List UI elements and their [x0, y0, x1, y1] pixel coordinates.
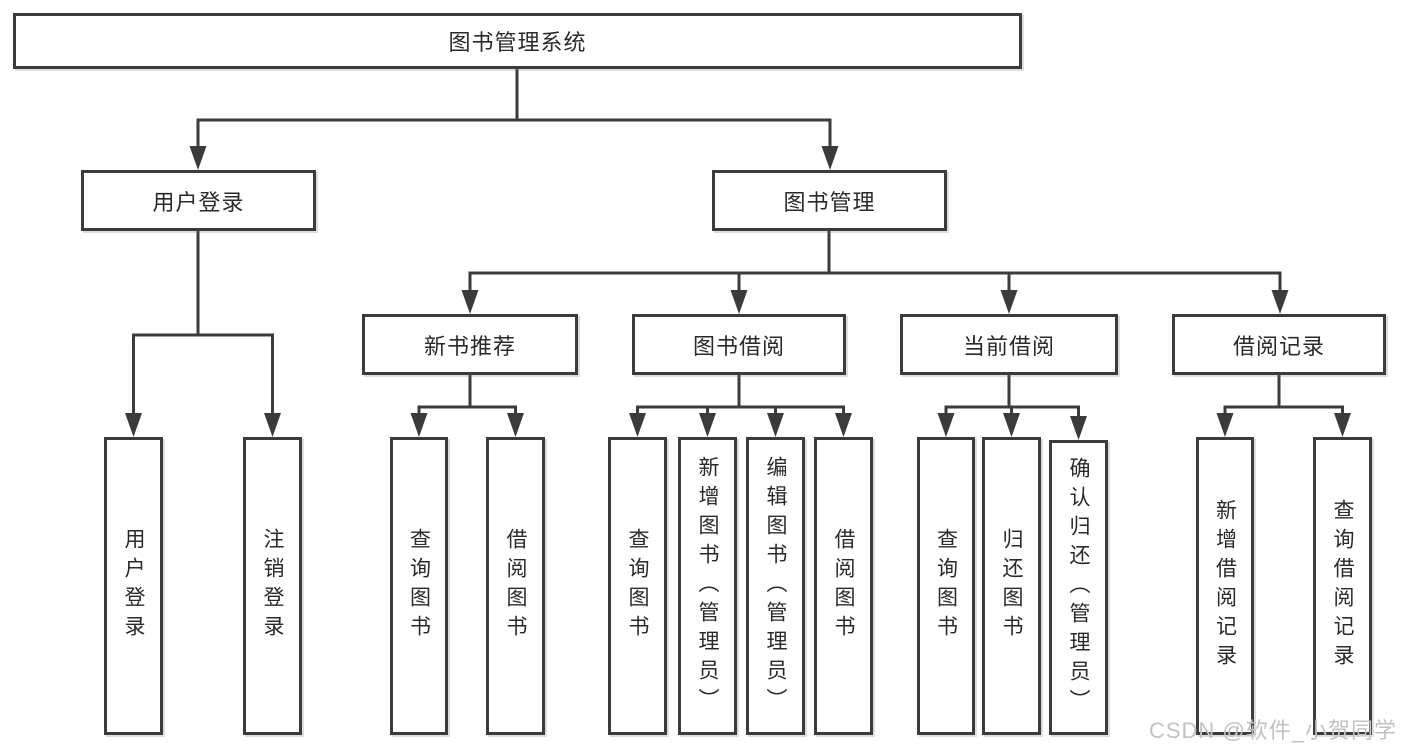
leaf-logout: 注销登录	[243, 437, 302, 735]
leaf-query-books-1: 查询图书	[390, 437, 448, 735]
leaf-logout-label: 注销登录	[261, 528, 284, 644]
leaf-user-login: 用户登录	[104, 437, 163, 735]
leaf-edit-book-admin: 编辑图书（管理员）	[746, 437, 805, 735]
node-current-borrow-label: 当前借阅	[962, 333, 1055, 359]
leaf-query-books-3: 查询图书	[917, 437, 975, 735]
node-book-management-label: 图书管理	[783, 189, 876, 215]
leaf-return-book-label: 归还图书	[1000, 528, 1023, 644]
leaf-edit-book-admin-label: 编辑图书（管理员）	[764, 455, 787, 717]
csdn-watermark: CSDN @软件_小贺同学	[1148, 718, 1397, 743]
node-new-book-recommend: 新书推荐	[362, 314, 578, 375]
leaf-query-books-2-label: 查询图书	[626, 528, 649, 644]
node-book-borrow-label: 图书借阅	[692, 333, 785, 359]
leaf-add-book-admin-label: 新增图书（管理员）	[696, 455, 719, 717]
leaf-confirm-return-admin-label: 确认归还（管理员）	[1067, 457, 1090, 718]
leaf-add-borrow-record-label: 新增借阅记录	[1213, 499, 1237, 673]
leaf-query-borrow-record: 查询借阅记录	[1313, 437, 1372, 735]
leaf-return-book: 归还图书	[982, 437, 1041, 735]
node-root-label: 图书管理系统	[448, 30, 587, 55]
leaf-query-borrow-record-label: 查询借阅记录	[1331, 499, 1354, 673]
leaf-query-books-3-label: 查询图书	[934, 528, 958, 644]
node-borrow-records-label: 借阅记录	[1232, 333, 1325, 359]
node-new-book-recommend-label: 新书推荐	[423, 333, 516, 359]
leaf-user-login-label: 用户登录	[122, 528, 145, 644]
leaf-borrow-books-2-label: 借阅图书	[832, 528, 855, 644]
node-user-login-label: 用户登录	[152, 189, 245, 215]
leaf-borrow-books-1-label: 借阅图书	[504, 528, 527, 644]
leaf-confirm-return-admin: 确认归还（管理员）	[1049, 440, 1108, 735]
leaf-add-book-admin: 新增图书（管理员）	[678, 437, 737, 735]
node-current-borrow: 当前借阅	[900, 314, 1118, 375]
leaf-borrow-books-1: 借阅图书	[486, 437, 545, 735]
leaf-add-borrow-record: 新增借阅记录	[1196, 437, 1254, 735]
node-book-management: 图书管理	[712, 170, 947, 231]
leaf-query-books-1-label: 查询图书	[407, 528, 431, 644]
node-borrow-records: 借阅记录	[1172, 314, 1386, 375]
node-book-borrow: 图书借阅	[632, 314, 846, 375]
node-user-login: 用户登录	[81, 170, 316, 231]
leaf-query-books-2: 查询图书	[608, 437, 667, 735]
leaf-borrow-books-2: 借阅图书	[814, 437, 873, 735]
node-root: 图书管理系统	[13, 13, 1022, 69]
